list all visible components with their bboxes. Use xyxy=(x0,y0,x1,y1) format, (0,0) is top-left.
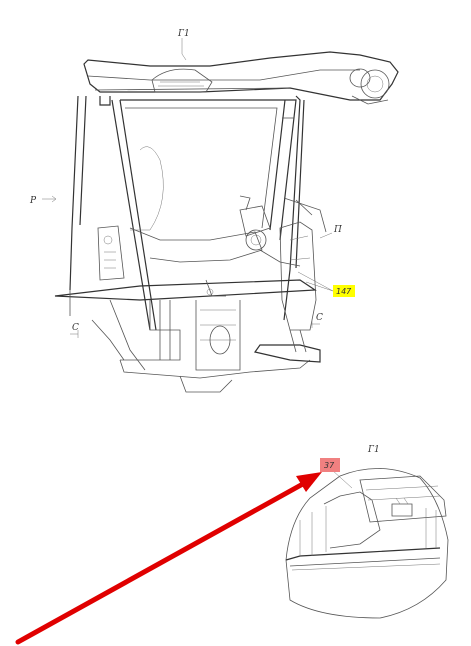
view-label-p: Р xyxy=(29,196,37,206)
section-label-c-left: С xyxy=(72,323,79,333)
view-label-g1-detail: Г1 xyxy=(367,445,380,455)
callout-37: 37 xyxy=(324,461,335,470)
callout-37-highlight xyxy=(320,458,340,472)
callout-147-highlight xyxy=(333,285,355,297)
view-label-pi: П xyxy=(333,225,342,235)
red-arrow xyxy=(15,472,322,645)
section-label-c-right: С xyxy=(316,313,323,323)
detail-view-g1 xyxy=(285,468,449,619)
cab-drawing xyxy=(42,38,399,393)
callout-147: 147 xyxy=(336,287,352,296)
view-label-g1-top: Г1 xyxy=(177,29,190,39)
